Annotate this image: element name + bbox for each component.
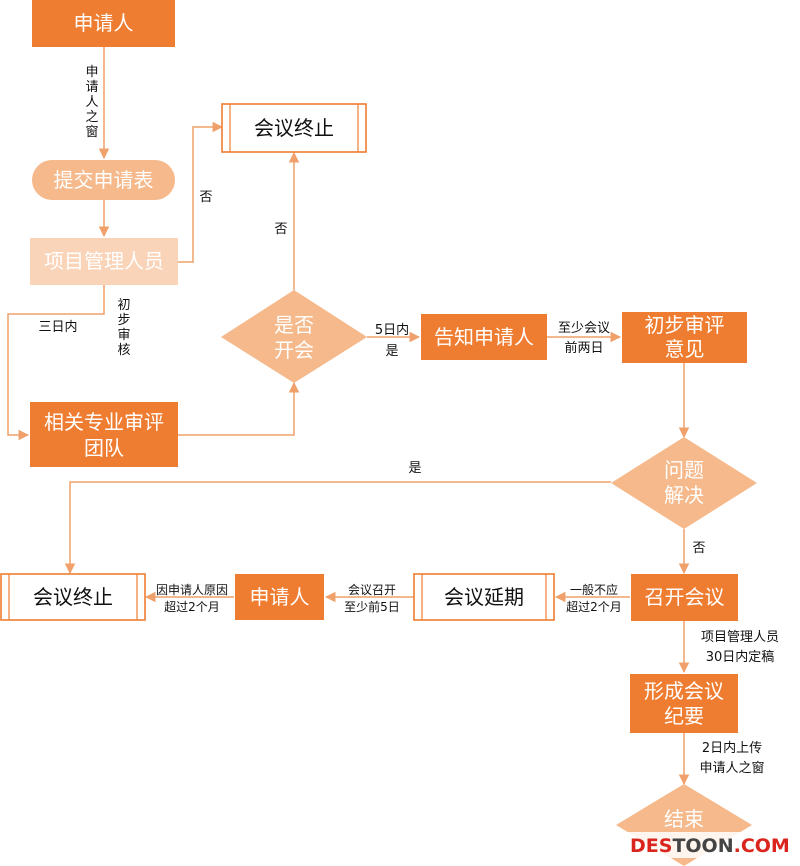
edge-label-no-bottom: 否 [692,541,705,556]
edge-label-char: 人 [85,95,98,110]
node-whether-meeting-line2: 开会 [274,338,314,362]
edge-label-char: 请 [85,80,98,95]
edge-label-pm-30d-line1: 项目管理人员 [701,630,779,645]
watermark-part3: .COM [734,835,790,857]
node-prelim-review-line2: 意见 [665,337,705,361]
edge-label-no-mid: 否 [274,222,287,237]
connectors [7,47,690,786]
edge-label-char: 窗 [85,124,98,140]
node-applicant-top[interactable]: 申请人 [32,0,175,47]
edge-label-over-2m-line2: 超过2个月 [566,599,622,614]
edge-label-two-days-line1: 至少会议 [558,321,610,336]
node-meeting-end-bottom[interactable]: 会议终止 [0,573,146,621]
node-pm-staff-label: 项目管理人员 [44,249,164,273]
watermark-part1: DES [630,835,672,857]
node-submit-form[interactable]: 提交申请表 [32,160,175,200]
edge-label-reason-line2: 超过2个月 [164,599,220,614]
node-issue-resolved-line2: 解决 [664,483,704,507]
node-meeting-end-top-label: 会议终止 [254,116,334,140]
edge-label-over-2m-line1: 一般不应 [570,582,618,597]
edge-label-no-top: 否 [199,190,212,205]
node-end-label: 结束 [664,807,704,831]
edge-label-two-days-line2: 前两日 [564,340,603,356]
node-applicant-bottom-label: 申请人 [250,585,310,609]
node-expert-team[interactable]: 相关专业审评 团队 [30,402,178,467]
node-submit-form-label: 提交申请表 [54,168,154,192]
node-minutes-line2: 纪要 [664,704,704,728]
node-pm-staff[interactable]: 项目管理人员 [30,238,178,285]
node-applicant-bottom[interactable]: 申请人 [235,574,324,620]
edge-label-reason-line1: 因申请人原因 [156,583,228,597]
node-hold-meeting[interactable]: 召开会议 [631,574,738,621]
node-meeting-end-bottom-label: 会议终止 [33,585,113,609]
node-expert-team-line2: 团队 [84,436,124,460]
node-issue-resolved[interactable]: 问题 解决 [611,437,757,529]
node-meeting-postpone[interactable]: 会议延期 [413,573,555,621]
edge-label-char: 初 [117,298,130,313]
edge-label-pm-30d-line2: 30日内定稿 [706,649,775,665]
edge-label-convene-line2: 至少前5日 [344,599,400,614]
edge-label-prelim-check: 初 步 审 核 [117,298,130,358]
watermark-part2: TOON [672,835,733,857]
edge-label-convene-line1: 会议召开 [348,583,396,597]
edge-label-char: 申 [85,65,98,80]
edge-label-three-days: 三日内 [38,319,77,335]
node-hold-meeting-label: 召开会议 [645,585,725,609]
edge-label-char: 步 [117,313,130,328]
edge-label-char: 核 [117,343,130,358]
edge-label-yes-left: 是 [408,461,421,476]
node-prelim-review[interactable]: 初步审评 意见 [622,312,747,363]
node-whether-meeting[interactable]: 是否 开会 [221,290,367,383]
node-expert-team-line1: 相关专业审评 [44,410,164,434]
node-meeting-end-top[interactable]: 会议终止 [221,103,367,153]
watermark: DESTOON.COM [630,835,790,857]
node-notify-applicant[interactable]: 告知申请人 [421,314,547,360]
node-whether-meeting-line1: 是否 [274,313,314,337]
node-minutes-line1: 形成会议 [644,679,724,703]
node-prelim-review-line1: 初步审评 [645,313,725,337]
edge-label-applicant-window: 申 请 人 之 窗 [85,65,98,140]
edge-label-char: 之 [85,110,98,125]
edge-label-yes-mid: 是 [385,344,398,359]
node-notify-applicant-label: 告知申请人 [434,325,534,349]
node-minutes[interactable]: 形成会议 纪要 [630,674,738,733]
watermark-backdrop [626,832,794,858]
node-applicant-top-label: 申请人 [74,11,134,35]
edge-label-upload-line2: 申请人之窗 [699,760,764,776]
edge-label-upload-line1: 2日内上传 [702,740,762,756]
edge-label-five-days: 5日内 [375,322,409,338]
edge-label-char: 审 [117,328,130,343]
node-meeting-postpone-label: 会议延期 [444,585,524,609]
node-issue-resolved-line1: 问题 [664,458,704,482]
